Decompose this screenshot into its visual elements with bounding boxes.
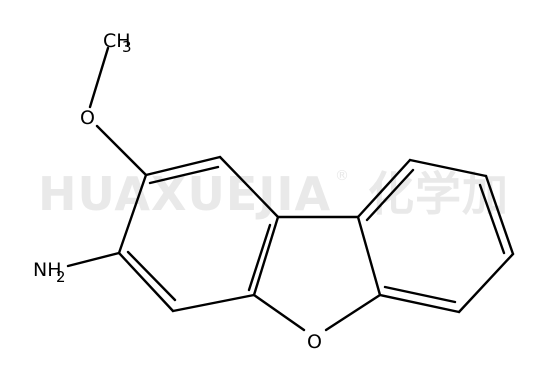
- bond-c3-c2: [117, 173, 148, 255]
- amine-subscript: 2: [56, 268, 66, 286]
- bond-c3-amine: [66, 251, 121, 268]
- bond-c4-c3: [117, 251, 175, 313]
- ring-oxygen-label: O: [307, 331, 322, 353]
- bond-c7-c6: [457, 252, 515, 314]
- bond-c6-c5a-inner: [383, 285, 457, 304]
- bond-c4a-ring-oxygen: [252, 293, 306, 332]
- bond-c9b-c4a: [252, 215, 280, 297]
- bond-c9-c8: [408, 158, 488, 178]
- bond-c9b-c4a-inner: [247, 223, 272, 292]
- methyl-subscript: 3: [122, 38, 132, 56]
- bond-c9a-c5a: [356, 215, 382, 297]
- bond-c8-c7: [484, 174, 515, 256]
- bond-c8-c7-inner: [478, 183, 506, 255]
- bond-c4-c3-inner: [126, 250, 177, 302]
- bond-c9a-c9: [356, 158, 412, 219]
- methoxy-oxygen-label: O: [80, 107, 95, 129]
- methyl-label: CH: [103, 30, 131, 52]
- bond-c6-c5a: [378, 293, 461, 314]
- watermark-chinese: 化学加: [368, 167, 509, 221]
- bond-ring-oxygen-c5a: [324, 293, 382, 332]
- bond-c2-c1-inner: [148, 165, 220, 185]
- bonds: [66, 46, 515, 332]
- amine-label: NH: [33, 259, 62, 281]
- bond-c9a-c9-inner: [365, 168, 415, 222]
- bond-c2-c1: [144, 155, 222, 177]
- watermark-registered-mark: ®: [335, 168, 349, 184]
- bond-c1-c9b: [218, 155, 280, 219]
- bond-oxygen-ring: [95, 124, 148, 177]
- atom-labels: CH 3 O NH 2 O: [33, 30, 322, 353]
- bond-c4a-c4: [171, 293, 256, 313]
- bond-methyl-oxygen: [88, 46, 110, 109]
